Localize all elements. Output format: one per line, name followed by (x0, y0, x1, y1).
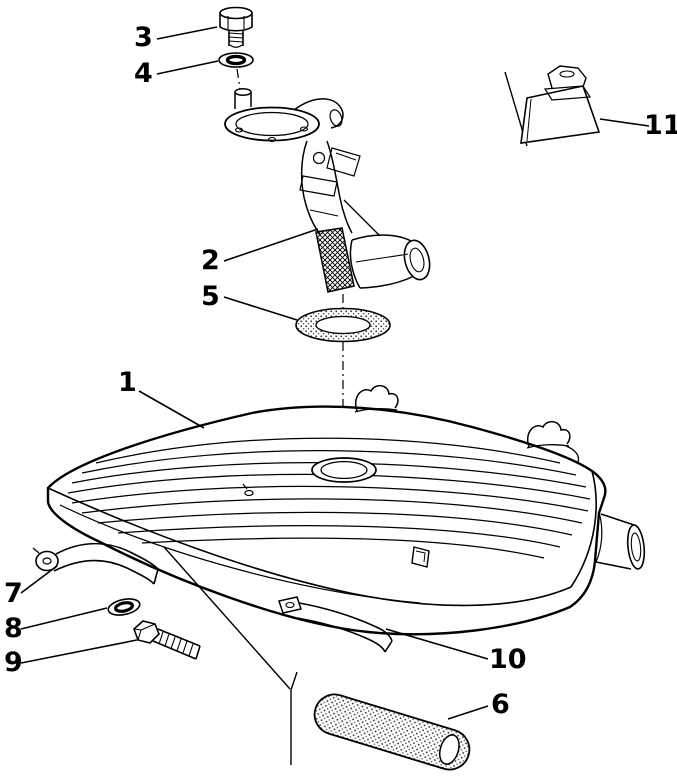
reference-lines (163, 546, 298, 765)
callout-4: 4 (134, 58, 153, 89)
part-strap-right (278, 596, 393, 653)
part-bolt (133, 620, 201, 660)
callout-7: 7 (4, 578, 23, 609)
part-screw (219, 6, 253, 48)
part-strap-left (32, 542, 159, 585)
leader-7 (20, 565, 58, 594)
callout-5: 5 (201, 281, 220, 312)
leader-9 (20, 639, 138, 664)
leader-lines (20, 26, 650, 720)
part-fuel-tank (46, 385, 646, 636)
leader-4 (156, 60, 219, 75)
leader-5 (223, 296, 298, 321)
callout-6: 6 (491, 689, 510, 720)
leader-1 (138, 390, 205, 429)
part-washer-top (218, 52, 254, 68)
leader-8 (20, 607, 108, 630)
part-sender-unit (224, 88, 431, 293)
callout-3: 3 (134, 22, 153, 53)
callout-2: 2 (201, 245, 220, 276)
callout-1: 1 (118, 367, 137, 398)
leader-10 (385, 628, 489, 660)
callout-11: 11 (644, 110, 677, 141)
part-protective-sleeve (313, 693, 471, 771)
leader-3 (156, 26, 218, 40)
leader-11 (599, 118, 650, 127)
leader-6 (447, 705, 489, 720)
part-washer-bottom (107, 598, 141, 616)
callout-8: 8 (4, 613, 23, 644)
callout-10: 10 (489, 644, 527, 675)
callout-9: 9 (4, 647, 23, 678)
part-seal-gasket (295, 307, 391, 343)
leader-2 (223, 228, 319, 262)
part-support-pad (504, 65, 601, 147)
